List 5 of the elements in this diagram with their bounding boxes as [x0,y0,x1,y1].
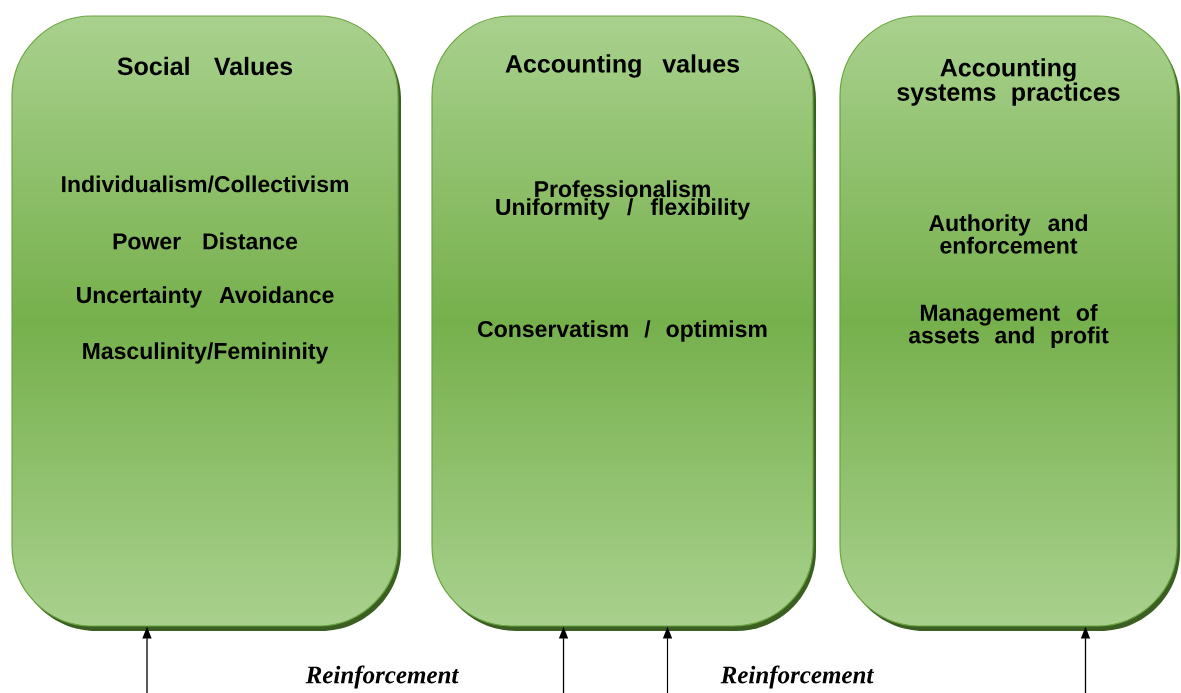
rounded-box: Accounting systems practices Authority and enforcement Management of assets and profit [839,15,1180,631]
label: Reinforcement [305,665,460,689]
rounded-box: Accounting values Professionalism Uniformity / flexibility Conservatism / optimism [431,15,816,631]
rounded-box: Social Values Individualism/Collectivism Power Distance Uncertainty Avoidance Masculinity/Femininity [11,15,401,631]
label: Reinforcement [720,665,874,689]
